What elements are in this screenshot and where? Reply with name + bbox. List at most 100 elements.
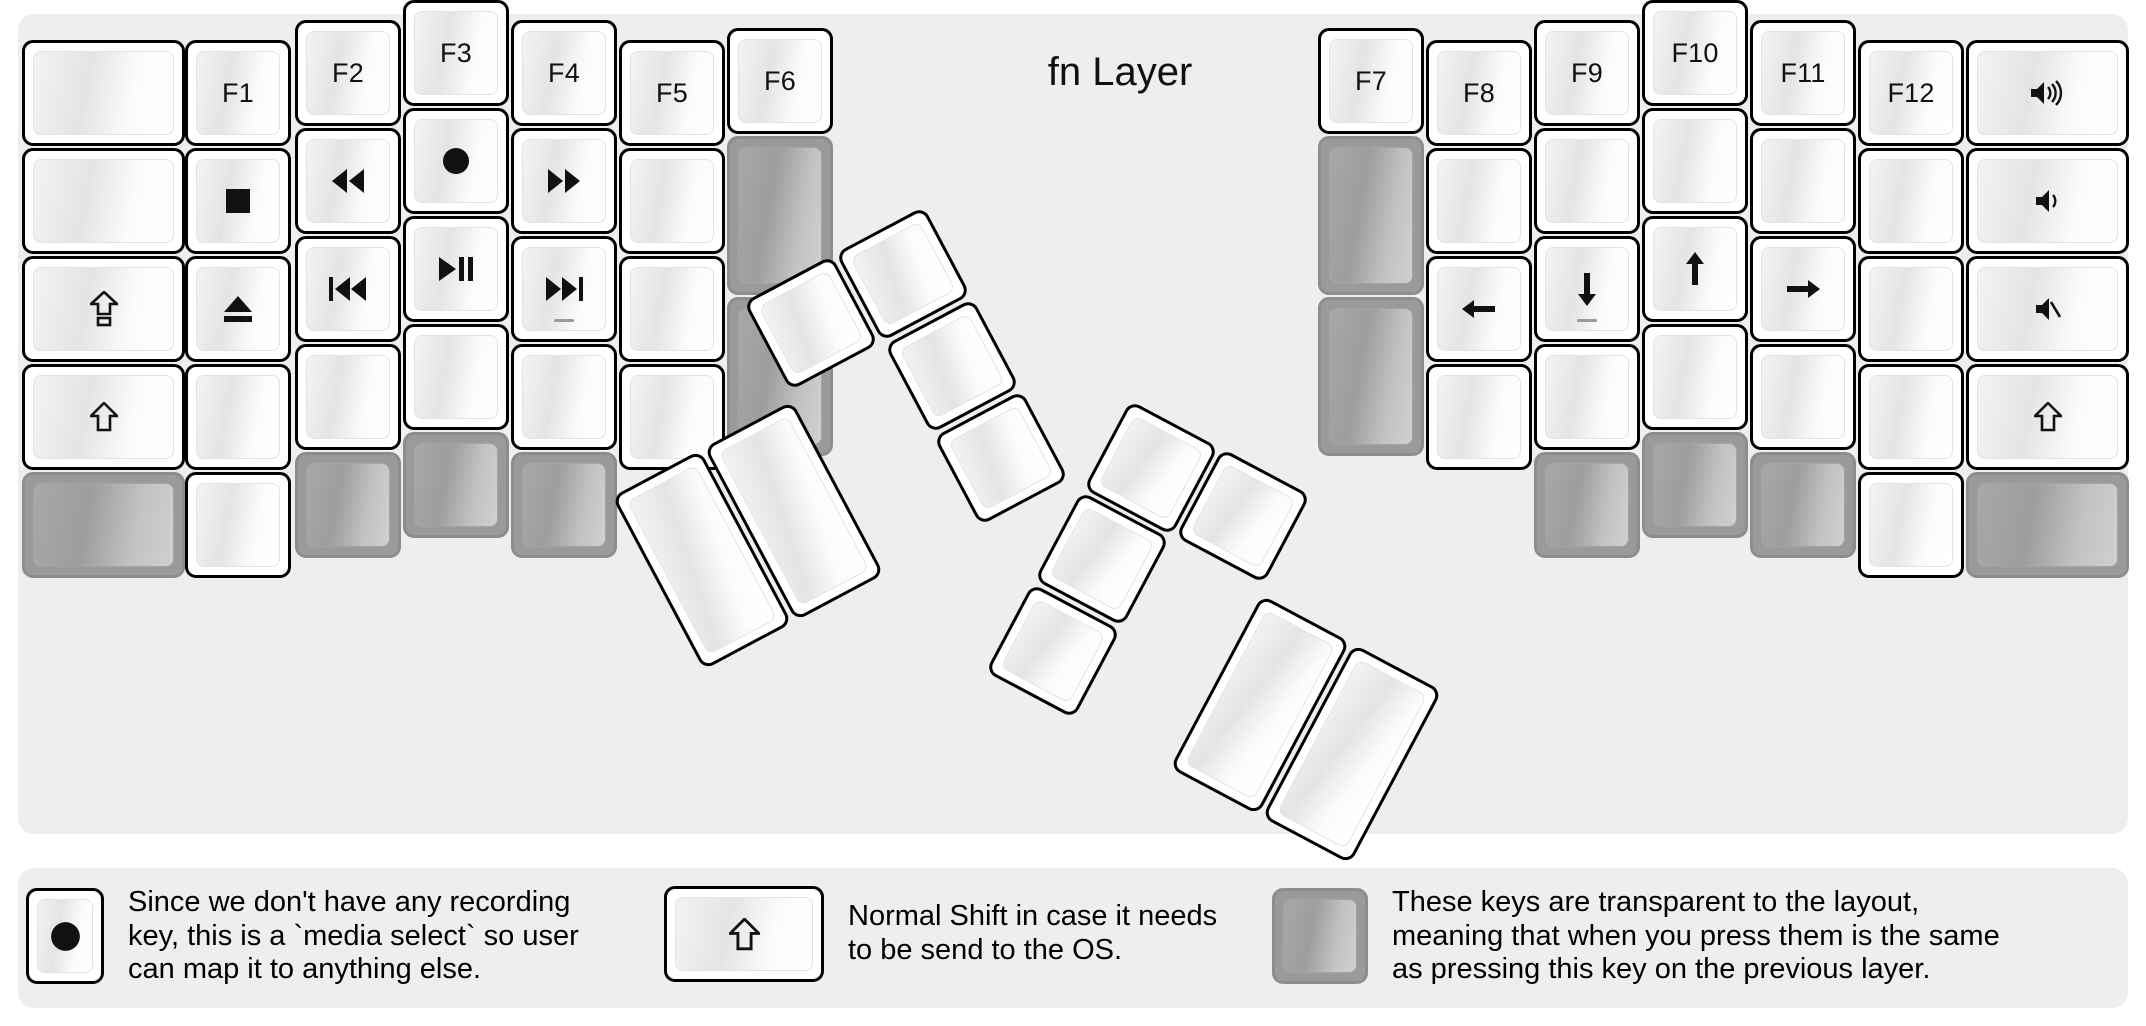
key-left-pinky-outer-1[interactable]: [22, 148, 185, 254]
key-right-pinky-outer-2[interactable]: [1966, 256, 2129, 362]
legend-sample-key-2[interactable]: [1272, 888, 1368, 985]
key-right-middle-3[interactable]: [1642, 324, 1748, 430]
keycap-face: [1437, 375, 1521, 459]
keycap-face: [33, 159, 174, 243]
key-left-middle-1[interactable]: [403, 108, 509, 214]
key-right-index-4[interactable]: [1534, 452, 1640, 558]
legend-item-0: Since we don't have any recording key, t…: [26, 886, 648, 987]
key-right-middle-2[interactable]: [1642, 216, 1748, 322]
keycap-face: [522, 139, 606, 223]
keycap-face: [306, 247, 390, 331]
keycap-face: [414, 227, 498, 311]
keycap-face: [899, 313, 1005, 419]
page-title: fn Layer: [1047, 50, 1193, 94]
key-left-ring-0[interactable]: F2: [295, 20, 401, 126]
key-right-ring-4[interactable]: [1750, 452, 1856, 558]
key-left-index-inner-1[interactable]: [619, 148, 725, 254]
key-left-pinky-outer-4[interactable]: [22, 472, 185, 578]
key-right-pinky-1[interactable]: [1858, 148, 1964, 254]
key-left-index-inner-2[interactable]: [619, 256, 725, 362]
key-left-index-inner-0[interactable]: F5: [619, 40, 725, 146]
key-left-pinky-outer-2[interactable]: [22, 256, 185, 362]
key-left-ring-2[interactable]: [295, 236, 401, 342]
key-left-index-3[interactable]: [511, 344, 617, 450]
keycap-face: [1653, 11, 1737, 95]
keycap-face: [1869, 375, 1953, 459]
key-right-inner-extra-0[interactable]: F7: [1318, 28, 1424, 134]
key-right-index-3[interactable]: [1534, 344, 1640, 450]
key-right-pinky-outer-3[interactable]: [1966, 364, 2129, 470]
key-right-pinky-0[interactable]: F12: [1858, 40, 1964, 146]
keycap-face: [33, 267, 174, 351]
keycap-face: [1761, 31, 1845, 115]
key-right-index-inner-3[interactable]: [1426, 364, 1532, 470]
key-right-pinky-3[interactable]: [1858, 364, 1964, 470]
keycap-face: [414, 119, 498, 203]
key-right-pinky-outer-0[interactable]: [1966, 40, 2129, 146]
key-left-pinky-1[interactable]: [185, 148, 291, 254]
key-right-middle-1[interactable]: [1642, 108, 1748, 214]
keycap-face: [522, 463, 606, 547]
key-right-inner-extra-2[interactable]: [1318, 297, 1424, 456]
key-right-index-inner-2[interactable]: [1426, 256, 1532, 362]
key-right-index-1[interactable]: [1534, 128, 1640, 234]
key-right-ring-2[interactable]: [1750, 236, 1856, 342]
keycap-face: [196, 159, 280, 243]
keycap-face: [630, 51, 714, 135]
key-right-index-inner-0[interactable]: F8: [1426, 40, 1532, 146]
key-left-index-2[interactable]: [511, 236, 617, 342]
key-left-index-0[interactable]: F4: [511, 20, 617, 126]
keycap-face: [1437, 159, 1521, 243]
key-right-index-0[interactable]: F9: [1534, 20, 1640, 126]
keycap-face: [33, 375, 174, 459]
key-left-index-1[interactable]: [511, 128, 617, 234]
keycap-face: [37, 899, 93, 974]
legend-panel: [18, 868, 2128, 1008]
key-right-ring-3[interactable]: [1750, 344, 1856, 450]
keycap-face: [1049, 506, 1155, 612]
key-right-middle-4[interactable]: [1642, 432, 1748, 538]
keycap-face: [1869, 483, 1953, 567]
key-left-pinky-4[interactable]: [185, 472, 291, 578]
key-left-pinky-outer-0[interactable]: [22, 40, 185, 146]
key-right-pinky-outer-4[interactable]: [1966, 472, 2129, 578]
keycap-face: [1098, 415, 1204, 521]
keycap-face: [414, 11, 498, 95]
key-right-ring-0[interactable]: F11: [1750, 20, 1856, 126]
key-left-inner-extra-0[interactable]: F6: [727, 28, 833, 134]
key-left-middle-3[interactable]: [403, 324, 509, 430]
legend-item-2: These keys are transparent to the layout…: [1272, 886, 2092, 987]
keycap-face: [196, 267, 280, 351]
key-right-middle-0[interactable]: F10: [1642, 0, 1748, 106]
key-left-index-4[interactable]: [511, 452, 617, 558]
key-left-ring-4[interactable]: [295, 452, 401, 558]
key-right-index-inner-1[interactable]: [1426, 148, 1532, 254]
key-right-pinky-4[interactable]: [1858, 472, 1964, 578]
keycap-face: [738, 39, 822, 123]
key-left-pinky-0[interactable]: F1: [185, 40, 291, 146]
key-right-pinky-outer-1[interactable]: [1966, 148, 2129, 254]
legend-sample-key-0[interactable]: [26, 888, 104, 985]
keycap-face: [1869, 51, 1953, 135]
key-left-ring-3[interactable]: [295, 344, 401, 450]
keycap-face: [1545, 463, 1629, 547]
key-left-pinky-outer-3[interactable]: [22, 364, 185, 470]
key-left-middle-4[interactable]: [403, 432, 509, 538]
key-right-pinky-2[interactable]: [1858, 256, 1964, 362]
keycap-face: [1761, 247, 1845, 331]
keycap-face: [1977, 267, 2118, 351]
key-left-pinky-2[interactable]: [185, 256, 291, 362]
keycap-face: [630, 375, 714, 459]
key-left-middle-2[interactable]: [403, 216, 509, 322]
keycap-face: [414, 335, 498, 419]
key-right-ring-1[interactable]: [1750, 128, 1856, 234]
keycap-face: [1283, 899, 1357, 974]
key-right-inner-extra-1[interactable]: [1318, 136, 1424, 295]
key-right-index-2[interactable]: [1534, 236, 1640, 342]
key-left-middle-0[interactable]: F3: [403, 0, 509, 106]
keycap-face: [1977, 483, 2118, 567]
key-left-pinky-3[interactable]: [185, 364, 291, 470]
key-left-ring-1[interactable]: [295, 128, 401, 234]
legend-sample-key-1[interactable]: [664, 886, 824, 982]
